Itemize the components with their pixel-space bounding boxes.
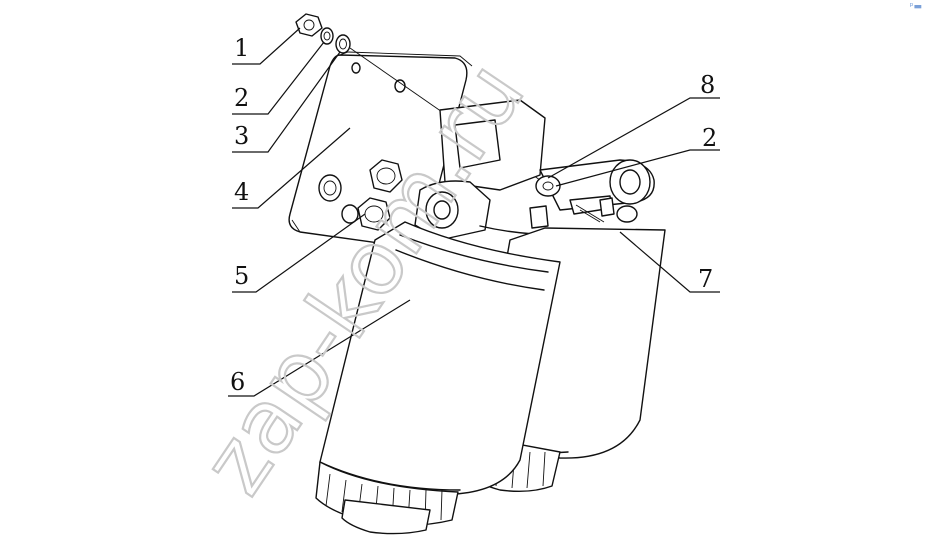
callout-2-right: 2 — [702, 124, 717, 152]
callout-4: 4 — [234, 178, 249, 206]
callout-5: 5 — [234, 262, 249, 290]
corner-mark: ᵖ▬ — [909, 2, 922, 12]
filter-canister-front — [315, 221, 561, 535]
callout-2-left: 2 — [234, 84, 249, 112]
filter-head — [414, 99, 655, 241]
callout-numbers: 1 2 3 4 5 6 7 8 2 — [230, 34, 717, 396]
callout-1: 1 — [234, 34, 249, 62]
leader-lines — [228, 27, 720, 397]
callout-8: 8 — [700, 71, 715, 99]
nut-and-washers — [295, 13, 541, 181]
callout-6: 6 — [230, 368, 245, 396]
callout-7: 7 — [698, 265, 713, 293]
bolts — [357, 159, 403, 231]
callout-3: 3 — [234, 122, 249, 150]
